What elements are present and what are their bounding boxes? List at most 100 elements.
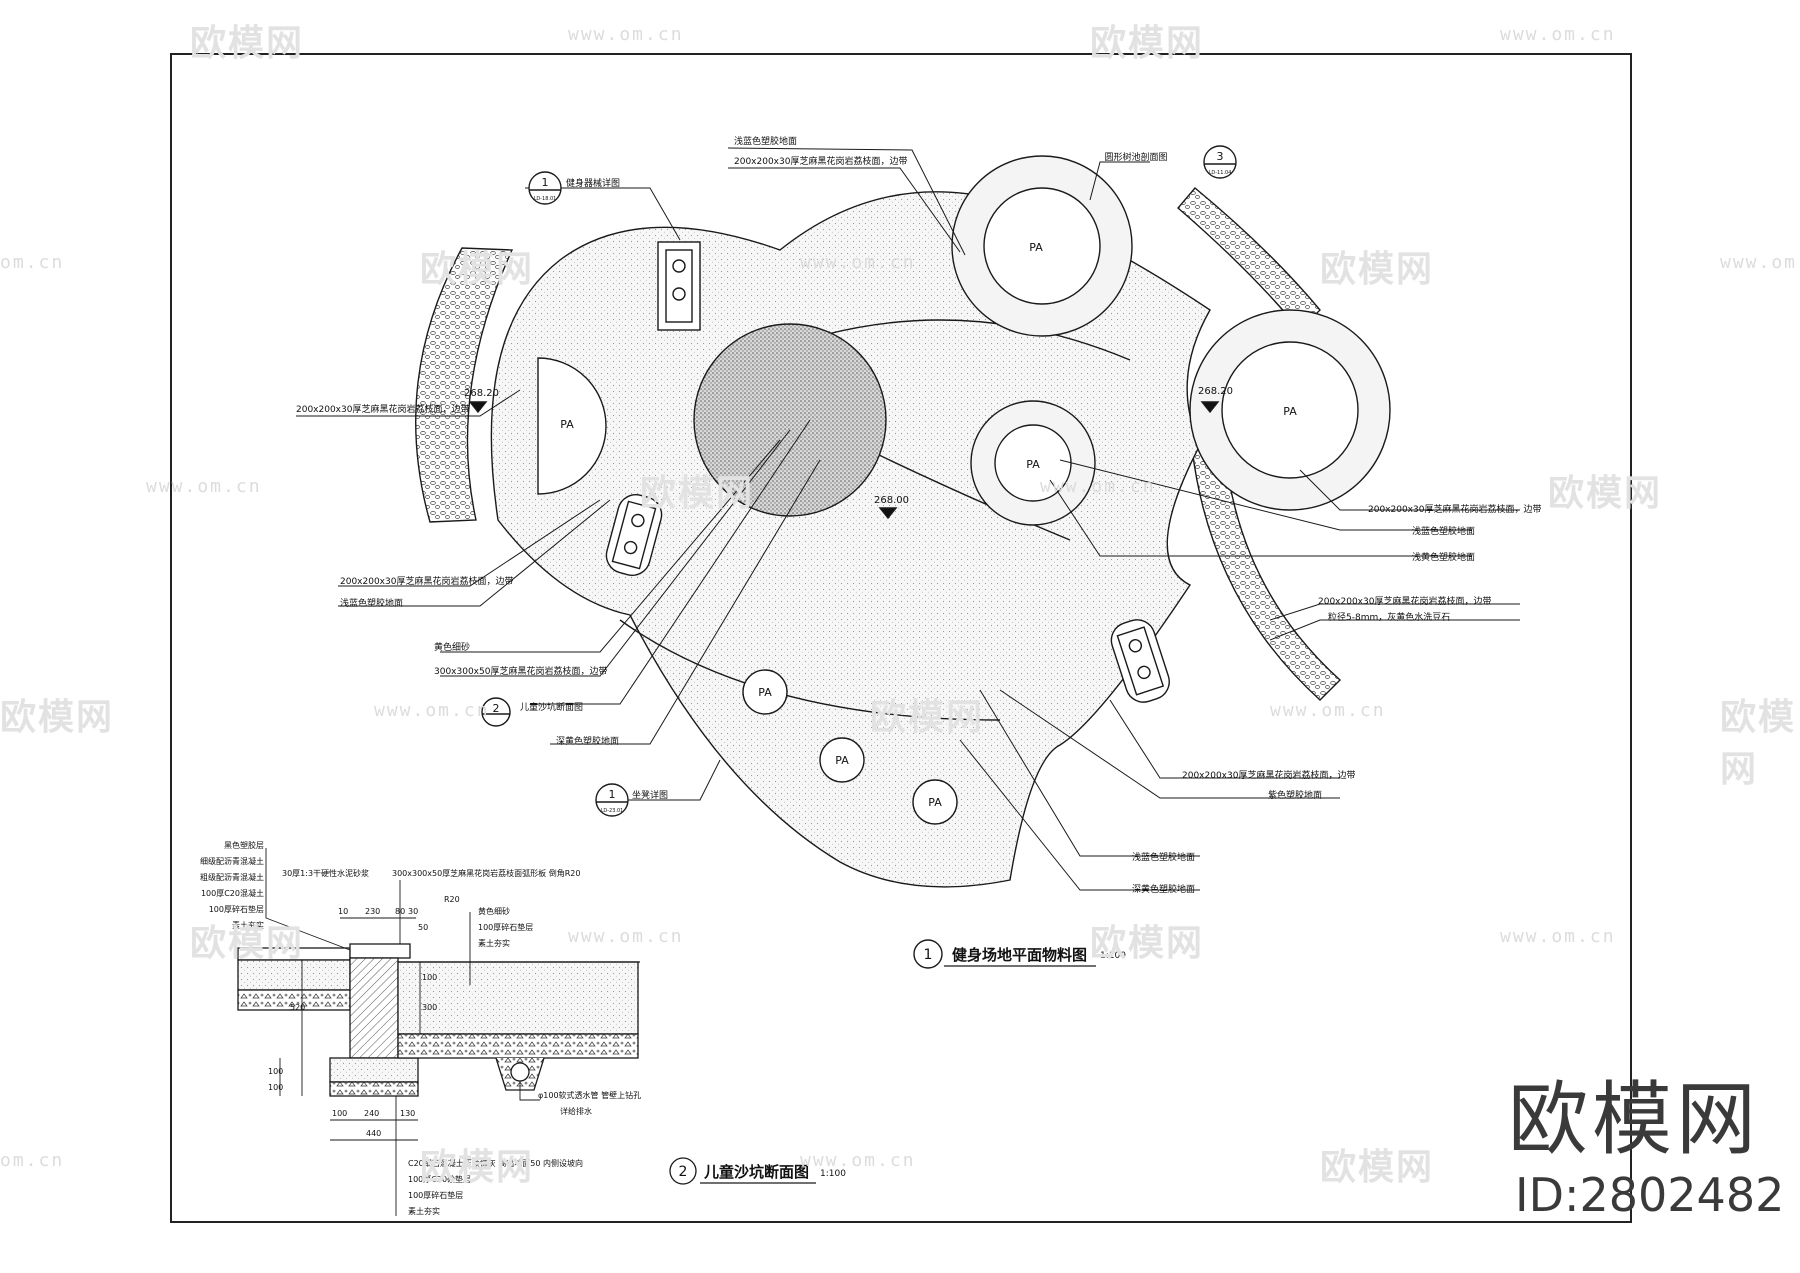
callout-9: 200x200x30厚芝麻黑花岗岩荔枝面，边带 xyxy=(1368,503,1541,515)
fitness-equipment-2 xyxy=(605,494,663,576)
dim-50: 50 xyxy=(418,923,428,932)
section-left-layer-3: 粗级配沥青混凝土 xyxy=(200,872,264,882)
tree-pit-top xyxy=(983,187,1101,305)
section-bottom-layer-2: 100厚C20砼垫层 xyxy=(408,1174,471,1184)
ref-a-num: 1 xyxy=(542,176,549,189)
fitness-equipment-1 xyxy=(657,241,701,331)
callout-14: 200x200x30厚芝麻黑花岗岩荔枝面，边带 xyxy=(1182,769,1355,781)
section-bottom-layer-3: 100厚碎石垫层 xyxy=(408,1190,463,1200)
dim-520: 520 xyxy=(290,1003,305,1012)
pa-small-2 xyxy=(819,737,865,783)
section-scale: 1:100 xyxy=(820,1169,846,1179)
section-top-note-1: 30厚1:3干硬性水泥砂浆 xyxy=(282,868,369,878)
section-left-layer-1: 黑色塑胶层 xyxy=(224,840,264,850)
callout-6: 黄色细砂 xyxy=(434,641,470,653)
tree-pit-right xyxy=(1221,341,1359,479)
callout-7: 300x300x50厚芝麻黑花岗岩荔枝面，边带 xyxy=(434,665,607,677)
dim-30: 30 xyxy=(408,907,418,916)
leader-lines xyxy=(296,147,1520,891)
section-drain-pipe xyxy=(510,1062,530,1082)
callout-17: 深黄色塑胶地面 xyxy=(1132,883,1195,895)
ref-b-label: 圆形树池剖面图 xyxy=(1104,151,1167,163)
pa-label-5: PA xyxy=(758,686,772,699)
dim-300: 300 xyxy=(422,1003,437,1012)
callout-4: 200x200x30厚芝麻黑花岗岩荔枝面，边带 xyxy=(340,575,513,587)
ref-bubble-d xyxy=(595,783,629,817)
dim-230: 230 xyxy=(365,907,380,916)
elev-marker-2 xyxy=(878,507,898,520)
fitness-equipment-3 xyxy=(1110,619,1170,703)
plan-title-bubble xyxy=(913,939,943,969)
dim-80: 80 xyxy=(395,907,405,916)
section-leader-left xyxy=(265,848,351,951)
dim-100-vert: 100 xyxy=(422,973,437,982)
pa-label-2: PA xyxy=(1283,405,1297,418)
callout-11: 浅黄色塑胶地面 xyxy=(1412,551,1475,563)
plaza-outline xyxy=(490,191,1211,888)
ref-bubble-b xyxy=(1203,145,1237,179)
section-asphalt-left xyxy=(237,959,351,991)
ref-a-sheet: LD-18.01 xyxy=(534,196,557,202)
brand-id: ID:2802482 xyxy=(1515,1168,1785,1222)
section-top-note-2: 300x300x50厚芝麻黑花岗岩荔枝面弧形板 倒角R20 xyxy=(392,868,580,878)
section-gravel xyxy=(397,1033,639,1059)
plan-title: 健身场地平面物料图 xyxy=(952,946,1087,964)
section-pipe-note-1: φ100软式透水管 管壁上钻孔 xyxy=(538,1090,641,1100)
section-left-layer-2: 细级配沥青混凝土 xyxy=(200,856,264,866)
ref-bubble-c xyxy=(481,697,511,727)
dim-10: 10 xyxy=(338,907,348,916)
callout-10: 浅蓝色塑胶地面 xyxy=(1412,525,1475,537)
section-curb-cap xyxy=(349,943,411,959)
section-left-layer-6: 素土夯实 xyxy=(232,920,264,930)
pa-label-3: PA xyxy=(1026,458,1040,471)
callout-8: 深黄色塑胶地面 xyxy=(556,735,619,747)
plan-scale: 1:100 xyxy=(1100,951,1126,961)
dim-r20: R20 xyxy=(444,895,460,904)
tree-pit-half xyxy=(537,357,607,495)
plan-text: PA PA PA PA PA PA PA 268.20 268.00 268.2… xyxy=(296,135,1541,964)
ref-c-num: 2 xyxy=(493,702,500,715)
section-curb-wall xyxy=(349,957,399,1059)
section-title: 儿童沙坑断面图 xyxy=(703,1163,809,1181)
pebble-strip-left xyxy=(415,247,514,523)
pa-label-6: PA xyxy=(835,754,849,767)
dim-130: 130 xyxy=(400,1109,415,1118)
ref-c-label: 儿童沙坑断面图 xyxy=(520,701,583,713)
pa-small-3 xyxy=(912,779,958,825)
section-left-layer-4: 100厚C20混凝土 xyxy=(201,888,264,898)
ref-d-num: 1 xyxy=(609,788,616,801)
pa-small-1 xyxy=(742,669,788,715)
section-title-num: 2 xyxy=(679,1164,688,1180)
section-leader-pipe xyxy=(519,1081,540,1101)
section-footing-base xyxy=(329,1081,419,1097)
dim-440: 440 xyxy=(366,1129,381,1138)
callout-15: 紫色塑胶地面 xyxy=(1268,789,1322,801)
section-surface-left xyxy=(237,947,351,961)
section-sand xyxy=(397,961,639,1035)
ref-b-sheet: LD-11.04 xyxy=(1209,170,1232,176)
ref-b-num: 3 xyxy=(1217,150,1224,163)
elev-text-3: 268.20 xyxy=(1198,386,1233,397)
section-left-layer-5: 100厚碎石垫层 xyxy=(209,904,264,914)
callout-2: 200x200x30厚芝麻黑花岗岩荔枝面，边带 xyxy=(734,155,907,167)
section-text: 黑色塑胶层 细级配沥青混凝土 粗级配沥青混凝土 100厚C20混凝土 100厚碎… xyxy=(200,840,846,1216)
dim-100-b: 100 xyxy=(268,1067,283,1076)
section-right-layer-3: 素土夯实 xyxy=(478,938,510,948)
elev-text-1: 268.20 xyxy=(464,388,499,399)
section-pipe-note-2: 详给排水 xyxy=(560,1106,592,1116)
section-right-layer-1: 黄色细砂 xyxy=(478,906,510,916)
pa-label-7: PA xyxy=(928,796,942,809)
ref-d-label: 坐凳详图 xyxy=(632,789,668,801)
elev-text-2: 268.00 xyxy=(874,495,909,506)
brand-logo-text: 欧模网 xyxy=(1508,1073,1760,1166)
ref-d-sheet: LD-23.01 xyxy=(601,808,624,814)
sheet-border xyxy=(170,53,1632,1223)
plan-drawing xyxy=(296,145,1520,969)
pa-label-4: PA xyxy=(560,418,574,431)
section-footing xyxy=(329,1057,419,1083)
plan-title-num: 1 xyxy=(924,947,933,963)
section-right-layer-2: 100厚碎石垫层 xyxy=(478,922,533,932)
dim-100-c: 100 xyxy=(268,1083,283,1092)
callout-1: 浅蓝色塑胶地面 xyxy=(734,135,797,147)
